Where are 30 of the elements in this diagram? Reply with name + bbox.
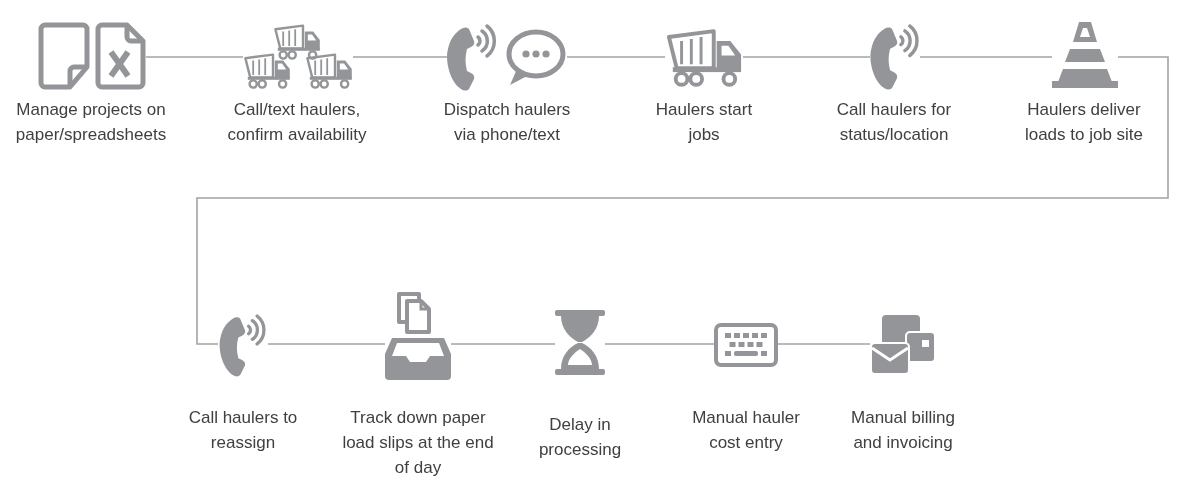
connector-line [777,343,871,345]
step-caption: Call/text haulers, confirm availability [226,99,368,146]
documents-icon [38,22,146,90]
step-caption: Manage projects on paper/spreadsheets [14,99,168,146]
step-caption: Haulers deliver loads to job site [1023,99,1145,146]
step-caption: Manual billing and invoicing [850,407,956,454]
keyboard-icon [714,323,778,367]
step-caption: Delay in processing [537,414,623,461]
phone-chat-icon [447,25,567,90]
connector-line [566,56,666,58]
connector-line [267,343,386,345]
hourglass-icon [555,310,605,375]
traffic-cone-icon [1052,22,1118,88]
phone-icon [218,315,268,375]
connector-line [919,56,1053,58]
step-caption: Dispatch haulers via phone/text [442,99,572,146]
phone-icon [870,25,920,88]
connector-line [450,343,556,345]
step-caption: Call haulers for status/location [835,99,953,146]
dump-trucks-icon [243,22,353,90]
envelope-cards-icon [870,315,936,375]
connector-line [352,56,448,58]
connector-line [145,56,244,58]
inbox-tray-icon [385,292,451,380]
connector-line [604,343,715,345]
step-caption: Haulers start jobs [654,99,754,146]
step-caption: Track down paper load slips at the end of day [341,407,495,479]
step-caption: Call haulers to reassign [187,407,299,454]
connector-line [742,56,871,58]
step-caption: Manual hauler cost entry [691,407,801,454]
